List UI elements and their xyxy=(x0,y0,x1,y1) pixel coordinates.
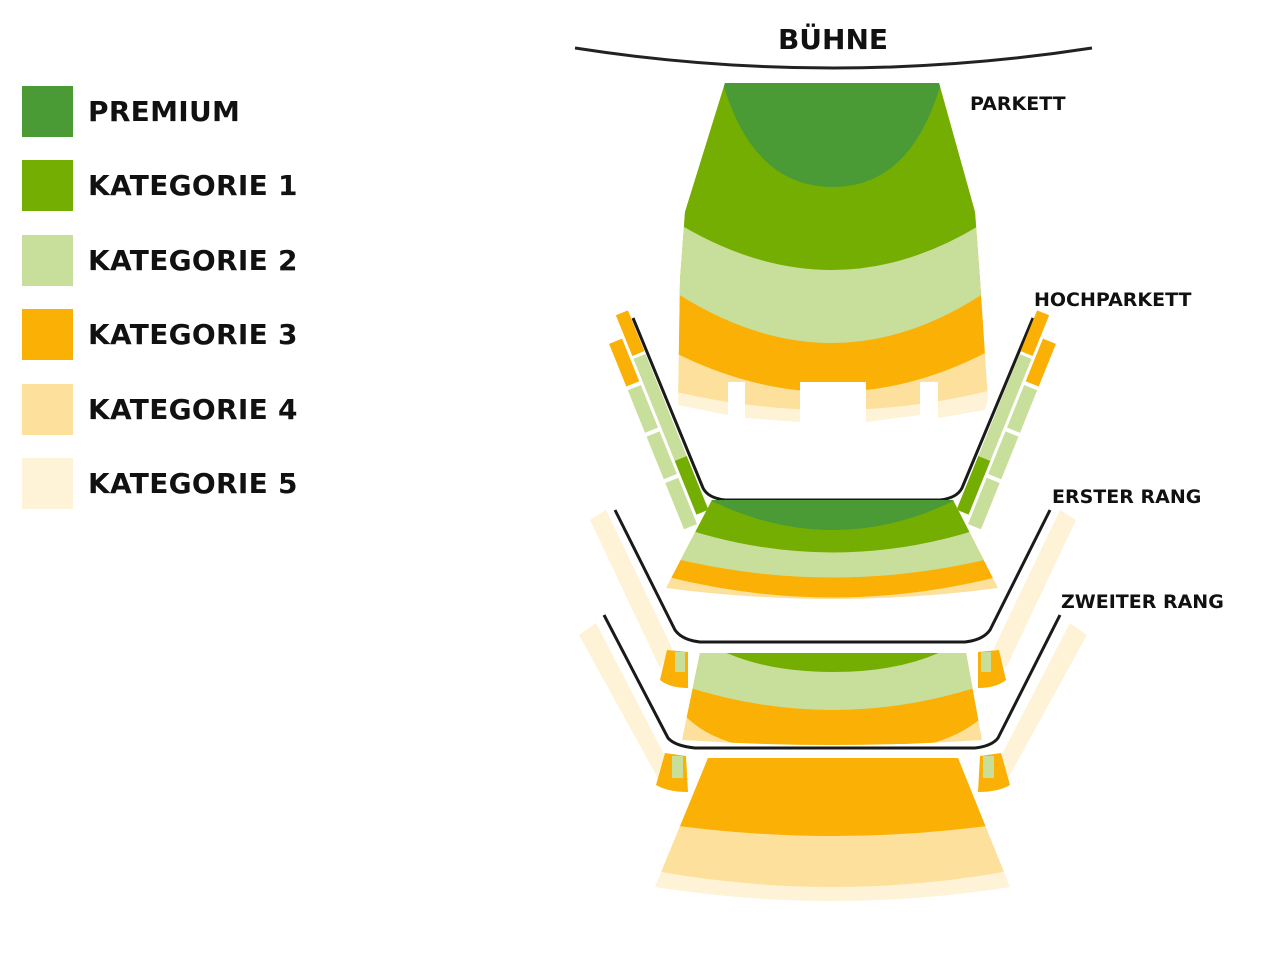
seat-block[interactable] xyxy=(1006,384,1038,433)
hochparkett-left[interactable] xyxy=(600,310,712,530)
seat-block[interactable] xyxy=(615,310,645,357)
zweiter-right-box-kat2[interactable] xyxy=(981,652,991,672)
stage-label: BÜHNE xyxy=(778,22,888,56)
hochparkett-right[interactable] xyxy=(953,310,1065,530)
balcony-rail-galerie xyxy=(602,614,1062,750)
balcony-rail-zweiter-rang xyxy=(613,509,1052,644)
section-parkett[interactable] xyxy=(660,80,1000,440)
zweiter-rang-left-kat5[interactable] xyxy=(590,510,672,668)
legend-label: KATEGORIE 5 xyxy=(88,467,298,500)
galerie-left-box-kat2[interactable] xyxy=(672,756,683,778)
legend-label: KATEGORIE 1 xyxy=(88,169,298,202)
seat-block[interactable] xyxy=(633,353,687,461)
zweiter-kat1[interactable] xyxy=(720,650,945,672)
price-legend: PREMIUM KATEGORIE 1 KATEGORIE 2 KATEGORI… xyxy=(22,85,298,533)
legend-item-kategorie-1[interactable]: KATEGORIE 1 xyxy=(22,160,298,211)
label-parkett: PARKETT xyxy=(970,93,1066,115)
section-galerie[interactable] xyxy=(650,755,1015,915)
legend-swatch xyxy=(22,85,73,137)
legend-item-kategorie-5[interactable]: KATEGORIE 5 xyxy=(22,458,298,509)
seat-block[interactable] xyxy=(665,477,697,530)
label-erster-rang: ERSTER RANG xyxy=(1052,486,1201,508)
seat-block[interactable] xyxy=(988,431,1019,480)
seat-block[interactable] xyxy=(609,338,640,387)
seat-block[interactable] xyxy=(674,455,709,515)
galerie-right-kat5[interactable] xyxy=(999,623,1087,782)
galerie-right-box-kat2[interactable] xyxy=(983,756,994,778)
legend-label: KATEGORIE 3 xyxy=(88,318,298,351)
zweiter-rang-right-kat5[interactable] xyxy=(994,510,1076,668)
seat-block[interactable] xyxy=(968,477,1000,530)
legend-item-kategorie-4[interactable]: KATEGORIE 4 xyxy=(22,383,298,435)
legend-item-kategorie-3[interactable]: KATEGORIE 3 xyxy=(22,309,298,360)
parkett-premium[interactable] xyxy=(722,80,942,187)
label-zweiter-rang: ZWEITER RANG xyxy=(1061,591,1224,613)
section-zweiter-rang[interactable] xyxy=(675,650,990,750)
legend-label: KATEGORIE 2 xyxy=(88,243,298,277)
stage-edge xyxy=(574,46,1093,70)
legend-swatch xyxy=(22,234,73,286)
seat-block[interactable] xyxy=(1020,310,1050,357)
legend-label: KATEGORIE 4 xyxy=(88,392,298,426)
legend-item-kategorie-2[interactable]: KATEGORIE 2 xyxy=(22,234,298,286)
legend-swatch xyxy=(22,458,73,509)
seat-block[interactable] xyxy=(646,431,677,480)
legend-item-premium[interactable]: PREMIUM xyxy=(22,85,298,137)
seat-block[interactable] xyxy=(978,353,1032,461)
zweiter-kat2[interactable] xyxy=(675,650,990,710)
legend-label: PREMIUM xyxy=(88,94,241,128)
legend-swatch xyxy=(22,160,73,211)
erster-premium[interactable] xyxy=(700,495,965,530)
galerie-left-kat5[interactable] xyxy=(579,623,667,782)
seat-block[interactable] xyxy=(956,455,991,515)
galerie-kat3[interactable] xyxy=(650,755,1015,836)
seat-block[interactable] xyxy=(1025,338,1056,387)
legend-swatch xyxy=(22,309,73,360)
seat-block[interactable] xyxy=(627,384,659,433)
section-erster-rang[interactable] xyxy=(660,495,1005,615)
label-hochparkett: HOCHPARKETT xyxy=(1034,289,1192,311)
zweiter-left-box-kat2[interactable] xyxy=(675,652,685,672)
legend-swatch xyxy=(22,383,73,435)
